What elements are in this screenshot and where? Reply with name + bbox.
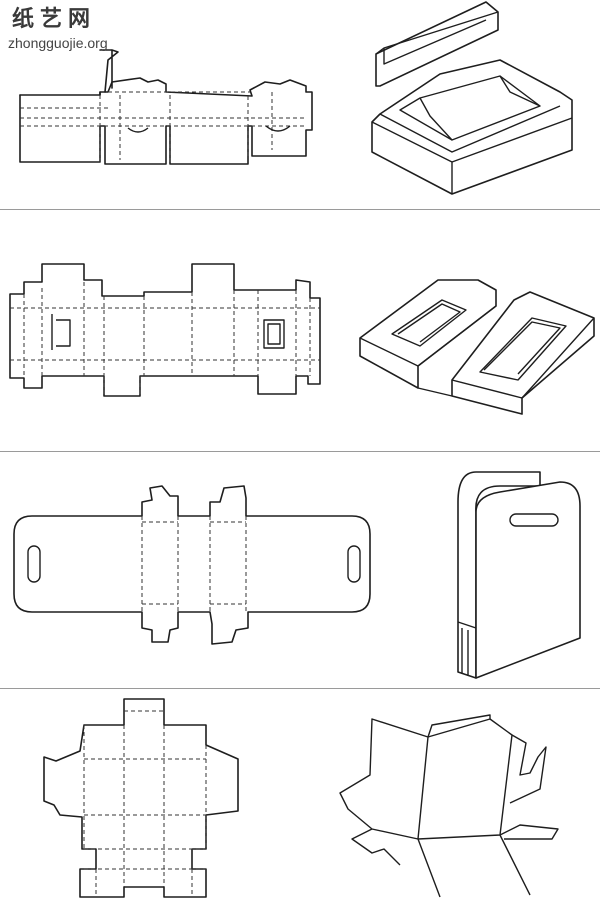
watermark-logo: 纸艺网 — [12, 6, 97, 32]
watermark-url: zhongguojie.org — [8, 35, 108, 51]
row-2 — [9, 263, 595, 415]
pyramid-box-dieline — [43, 698, 239, 898]
row-4 — [43, 698, 559, 898]
watermark: 纸艺网 zhongguojie.org — [8, 6, 126, 68]
handle-carrier-dieline — [13, 485, 371, 645]
folding-box-model — [339, 714, 559, 898]
row-1 — [19, 1, 573, 195]
two-compartment-dieline — [9, 263, 321, 397]
row-3 — [13, 471, 581, 679]
handle-carrier-bag — [457, 471, 581, 679]
two-compartment-tray — [359, 279, 595, 415]
row-divider — [0, 209, 600, 210]
row-divider — [0, 688, 600, 689]
lidded-tray-box — [371, 1, 573, 195]
row-divider — [0, 451, 600, 452]
display-tray-dieline — [19, 49, 313, 165]
